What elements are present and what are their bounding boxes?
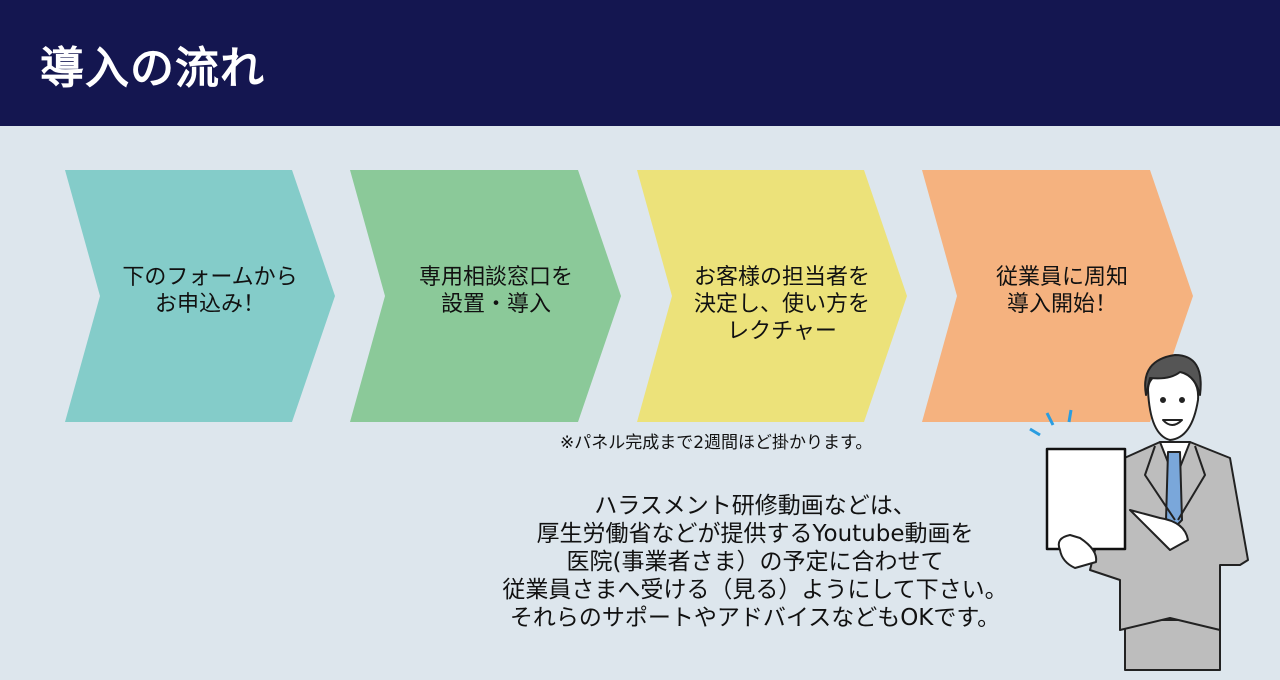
message-line: ハラスメント研修動画などは、	[594, 493, 916, 519]
message-line: 従業員さまへ受ける（見る）ようにして下さい。	[502, 577, 1008, 603]
message-line: 厚生労働省などが提供するYoutube動画を	[536, 521, 974, 547]
step-4-chevron	[922, 170, 1193, 422]
step-1-line: お申込み！	[154, 292, 265, 317]
step-3-line: レクチャー	[727, 319, 837, 344]
step-1-line: 下のフォームから	[122, 265, 298, 290]
step-3-text: お客様の担当者を 決定し、使い方を レクチャー	[662, 264, 902, 345]
pointing-hand	[1129, 509, 1189, 551]
support-message: ハラスメント研修動画などは、 厚生労働省などが提供するYoutube動画を 医院…	[470, 492, 1040, 632]
header-bar: 導入の流れ	[0, 0, 1280, 126]
step-2-text: 専用相談窓口を 設置・導入	[376, 264, 616, 318]
head	[1147, 369, 1200, 441]
lead-time-note: ※パネル完成まで2週間ほど掛かります。	[560, 433, 873, 453]
page-title: 導入の流れ	[40, 43, 265, 94]
step-1-chevron	[65, 170, 335, 422]
step-2-chevron	[350, 170, 621, 422]
step-4-line: 従業員に周知	[995, 265, 1128, 290]
message-line: それらのサポートやアドバイスなどもOKです。	[509, 605, 1001, 631]
step-4-line: 導入開始！	[1006, 292, 1117, 317]
step-2-line: 専用相談窓口を	[418, 265, 573, 290]
step-3-line: 決定し、使い方を	[693, 292, 870, 317]
sparkle-icon	[1029, 409, 1073, 437]
blank-board	[1045, 447, 1127, 551]
step-3-line: お客様の担当者を	[693, 265, 870, 290]
step-2-line: 設置・導入	[440, 292, 551, 317]
businessman-illustration	[1029, 354, 1249, 671]
message-line: 医院(事業者さま）の予定に合わせて	[566, 549, 944, 575]
left-hand	[1057, 534, 1098, 569]
step-3-chevron	[637, 170, 907, 422]
hair	[1144, 354, 1202, 396]
step-4-text: 従業員に周知 導入開始！	[942, 264, 1182, 318]
smile	[1162, 419, 1183, 426]
step-1-text: 下のフォームから お申込み！	[90, 264, 330, 318]
